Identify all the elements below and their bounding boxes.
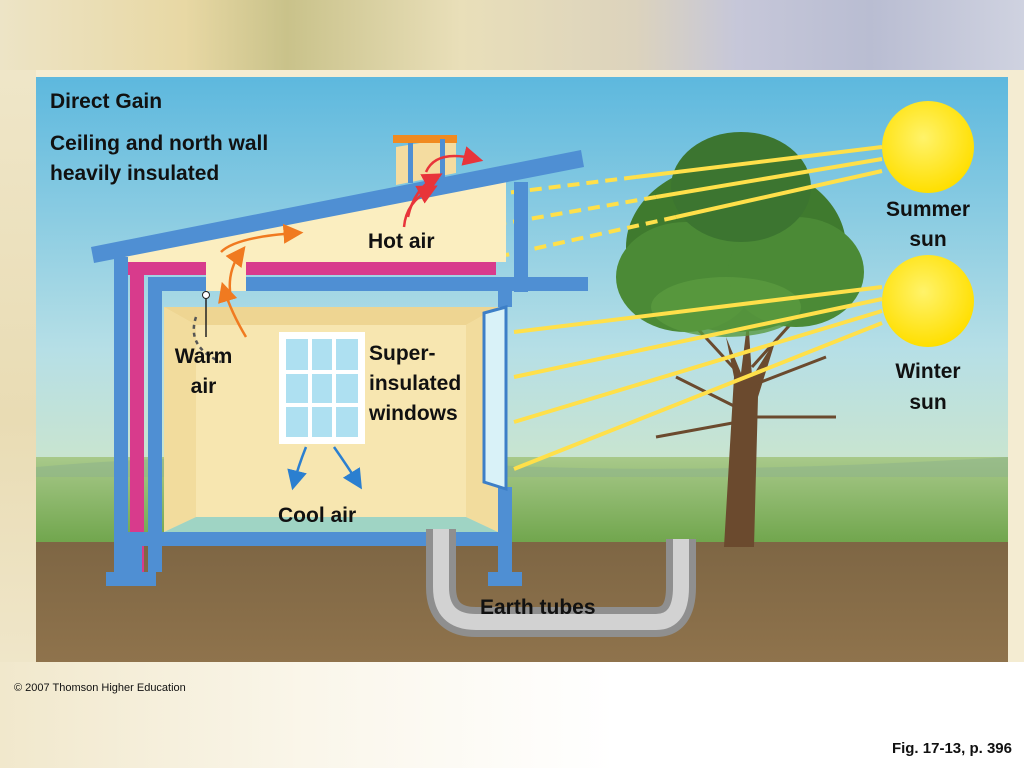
north-wall-insulation [130, 267, 144, 577]
windows-label-line-3: windows [369, 402, 458, 425]
summer-sun-rays [505, 145, 883, 257]
ceiling-beam [148, 277, 588, 291]
roof [91, 150, 584, 263]
window-icon [279, 332, 365, 444]
decorative-bottom-strip [0, 662, 1024, 768]
winter-sun-rays [513, 285, 883, 471]
diagram-title: Direct Gain [50, 90, 163, 113]
windows-label-line-2: insulated [369, 372, 462, 395]
floor [164, 517, 498, 532]
winter-sun-label-line-1: Winter [895, 360, 961, 383]
copyright-credit: © 2007 Thomson Higher Education [14, 682, 186, 694]
attic [121, 182, 506, 262]
summer-sun-label-line-1: Summer [885, 198, 971, 221]
summer-sun-icon [882, 101, 974, 193]
decorative-left-strip [0, 70, 36, 768]
decorative-banner [0, 0, 1024, 70]
winter-sun-icon [882, 255, 974, 347]
summer-sun-label-line-2: sun [909, 228, 947, 251]
warm-air-arrows [192, 223, 304, 364]
earth-tubes [426, 529, 696, 637]
ceiling-insulation [121, 262, 496, 275]
direct-gain-diagram: Direct Gain Ceiling and north wall heavi… [36, 77, 1008, 662]
south-window [482, 305, 508, 492]
cool-air-arrows [287, 446, 362, 491]
earth-tubes-label: Earth tubes [480, 596, 596, 619]
warm-air-label-line-1: Warm [174, 345, 233, 368]
diagram-artwork [36, 77, 1008, 662]
hot-air-label: Hot air [368, 230, 435, 253]
figure-reference: Fig. 17-13, p. 396 [891, 740, 1012, 757]
south-wall [498, 277, 512, 307]
insulation-note-line-1: Ceiling and north wall [50, 132, 269, 155]
cool-air-label: Cool air [278, 504, 357, 527]
winter-sun-label-line-2: sun [909, 391, 947, 414]
floor-slab [128, 532, 512, 546]
hot-air-arrows [402, 146, 484, 228]
north-wall [114, 257, 128, 577]
insulation-note-line-2: heavily insulated [50, 162, 220, 185]
ground [36, 542, 1008, 662]
warm-air-label-line-2: air [190, 375, 217, 398]
tree-icon [616, 132, 864, 547]
windows-label-line-1: Super- [369, 342, 436, 365]
